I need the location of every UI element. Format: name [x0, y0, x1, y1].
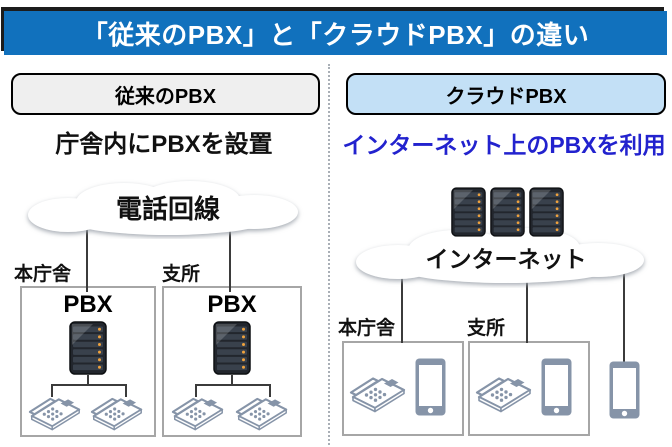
desk-phone-icon [475, 369, 533, 413]
server-rack-icon [451, 187, 486, 237]
cloud-shape [28, 181, 298, 235]
left-site2-label: 支所 [162, 264, 201, 285]
right-site2-box [468, 341, 590, 436]
smartphone-icon [540, 357, 573, 417]
connector-stem [87, 375, 89, 384]
telephone-line-cloud-label: 電話回線 [115, 194, 220, 224]
desk-phone-icon [28, 390, 82, 431]
right-site1-label: 本庁舎 [338, 318, 396, 339]
internet-cloud-label: インターネット [425, 246, 587, 272]
cloud-shape [356, 228, 644, 283]
server-rack-icon [529, 187, 564, 237]
left-site1-label: 本庁舎 [14, 264, 72, 285]
connector-line [526, 258, 528, 343]
right-site2-label: 支所 [467, 318, 506, 339]
connector-line [623, 258, 625, 362]
left-panel-header: 従来のPBX [11, 73, 320, 115]
connector-stem [231, 375, 233, 384]
connector-bracket [51, 384, 127, 397]
connector-line [86, 226, 88, 292]
left-site2-box: PBX [162, 286, 302, 437]
connector-line [229, 226, 231, 292]
desk-phone-icon [235, 390, 289, 431]
pbx-label: PBX [207, 291, 257, 318]
panel-divider [328, 64, 330, 445]
connector-bracket [195, 384, 271, 397]
right-site1-box [342, 341, 464, 436]
desk-phone-icon [349, 369, 407, 413]
connector-line [401, 258, 403, 343]
page-title: 「従来のPBX」と「クラウドPBX」の違い [4, 11, 667, 55]
desk-phone-icon [171, 390, 225, 431]
right-panel-subtitle: インターネット上のPBXを利用 [342, 132, 666, 158]
smartphone-icon [608, 360, 641, 420]
server-rack-icon [213, 321, 251, 375]
desk-phone-icon [90, 390, 144, 431]
right-panel-header: クラウドPBX [346, 73, 666, 115]
smartphone-icon [414, 357, 447, 417]
server-rack-icon [490, 187, 525, 237]
pbx-label: PBX [63, 291, 113, 318]
server-rack-icon [69, 321, 107, 375]
left-site1-box: PBX [20, 286, 156, 437]
left-panel-subtitle: 庁舎内にPBXを設置 [55, 131, 273, 158]
